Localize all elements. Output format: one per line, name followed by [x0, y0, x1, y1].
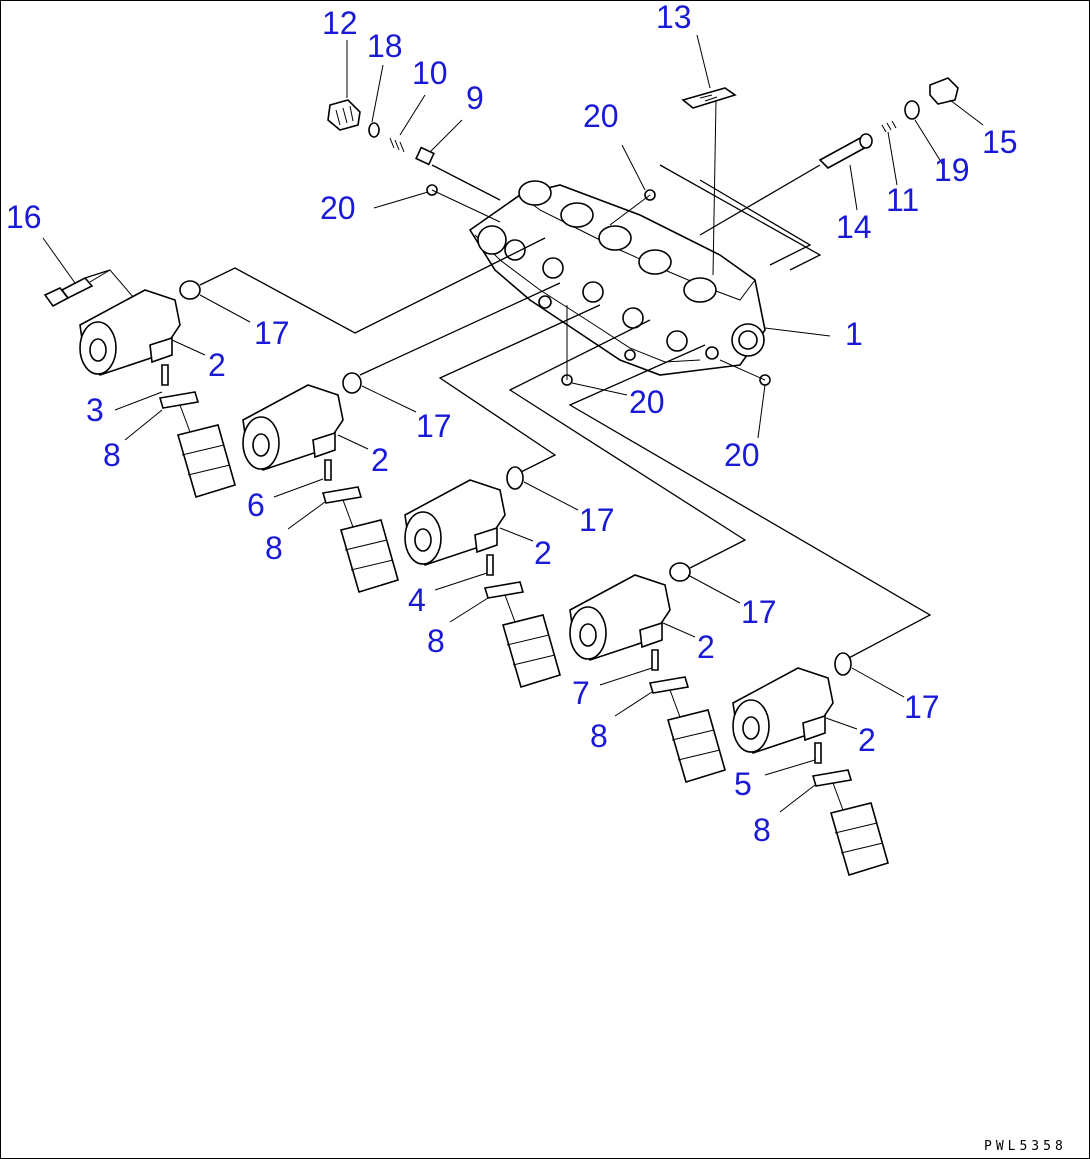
- o-ring-17c: [506, 466, 524, 490]
- callout-8c: 8: [427, 623, 445, 659]
- leader-9-body: [431, 164, 501, 201]
- callout-18: 18: [367, 28, 403, 64]
- leader-14-body: [699, 164, 821, 236]
- drawing-code: PWL5358: [984, 1139, 1067, 1154]
- assembly-lines: [84, 164, 932, 661]
- solenoid-assembly-1: [79, 289, 236, 499]
- callout-4: 4: [408, 582, 426, 618]
- fitting-16: [43, 269, 141, 308]
- callout-15: 15: [982, 124, 1018, 160]
- spring-10: [389, 137, 405, 153]
- callout-17c: 17: [579, 502, 615, 538]
- o-ring-17e: [834, 652, 852, 676]
- plug-12: [327, 99, 361, 131]
- valve-9: [415, 146, 435, 166]
- callout-14: 14: [836, 209, 872, 245]
- callout-1: 1: [845, 316, 863, 352]
- solenoid-assembly-4: [569, 574, 726, 784]
- pin-leaders: [431, 189, 766, 381]
- solenoid-assembly-3: [404, 479, 561, 689]
- leader-13-body: [712, 99, 717, 276]
- callout-17e: 17: [904, 689, 940, 725]
- callout-17a: 17: [254, 315, 290, 351]
- o-ring-19: [904, 100, 920, 120]
- callout-6: 6: [247, 487, 265, 523]
- callout-2b: 2: [371, 442, 389, 478]
- callout-11: 11: [886, 182, 919, 218]
- callout-3: 3: [86, 392, 104, 428]
- callout-9: 9: [466, 80, 484, 116]
- callout-16: 16: [6, 199, 42, 235]
- o-ring-17d: [669, 562, 691, 582]
- callout-2e: 2: [858, 722, 876, 758]
- callout-20c: 20: [629, 384, 665, 420]
- callout-13: 13: [656, 0, 692, 35]
- plate-13: [681, 87, 737, 109]
- callout-2a: 2: [208, 347, 226, 383]
- callout-10: 10: [412, 55, 448, 91]
- callout-5: 5: [734, 766, 752, 802]
- valve-body: [468, 180, 766, 376]
- solenoid-assembly-5: [732, 667, 889, 877]
- spring-11: [881, 120, 897, 133]
- callout-8b: 8: [265, 530, 283, 566]
- o-ring-18: [368, 122, 380, 138]
- callout-17b: 17: [416, 408, 452, 444]
- o-ring-17b: [342, 372, 362, 394]
- callout-8e: 8: [753, 812, 771, 848]
- solenoid-assembly-2: [242, 384, 399, 594]
- callout-8d: 8: [590, 718, 608, 754]
- callout-20a: 20: [583, 98, 619, 134]
- callout-8a: 8: [103, 437, 121, 473]
- shaft-14: [818, 133, 873, 169]
- callout-17d: 17: [741, 594, 777, 630]
- callout-20b: 20: [320, 190, 356, 226]
- plug-15: [929, 77, 959, 105]
- callout-leaders: [42, 34, 984, 813]
- callout-12: 12: [322, 5, 358, 41]
- callout-19: 19: [934, 152, 970, 188]
- o-ring-17a: [179, 280, 201, 300]
- callout-2c: 2: [534, 535, 552, 571]
- callout-7: 7: [572, 675, 590, 711]
- callout-2d: 2: [697, 629, 715, 665]
- callout-20d: 20: [724, 437, 760, 473]
